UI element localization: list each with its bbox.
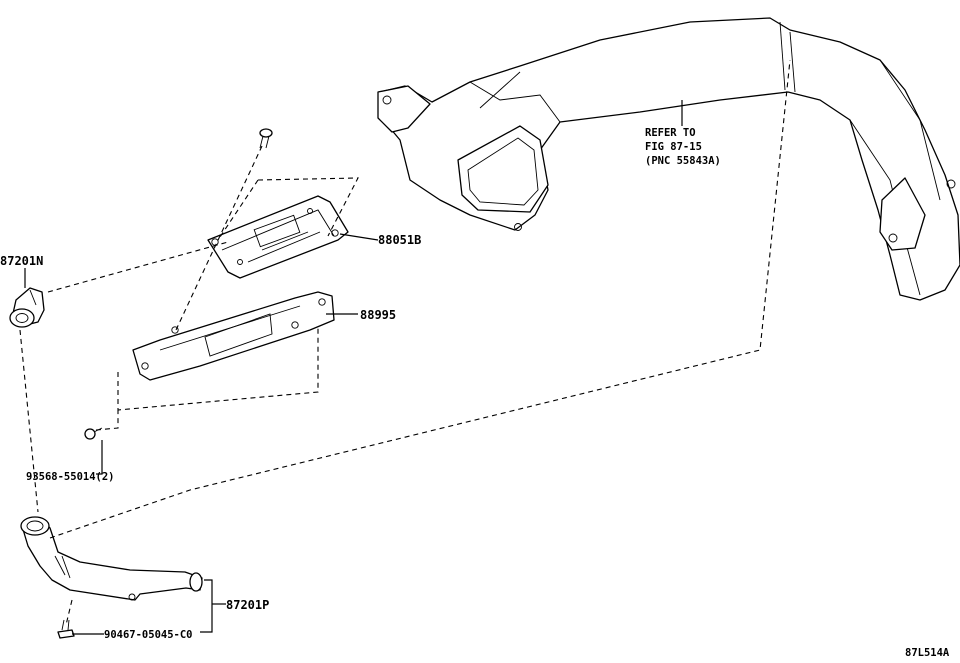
label-87201n: 87201N bbox=[0, 254, 43, 268]
bracket-88995 bbox=[132, 291, 335, 381]
label-88995: 88995 bbox=[360, 308, 396, 322]
elbow-87201n bbox=[9, 287, 45, 328]
figure-id: 87L514A bbox=[905, 647, 950, 659]
label-90467: 90467-05045-C0 bbox=[104, 629, 193, 641]
leader-lines bbox=[24, 100, 683, 635]
refer-line-1: REFER TO bbox=[645, 127, 696, 139]
module-88051b bbox=[207, 195, 349, 279]
hose-87201p bbox=[20, 516, 203, 601]
air-duct bbox=[377, 17, 960, 301]
label-93568: 93568-55014(2) bbox=[26, 471, 115, 483]
refer-line-3: (PNC 55843A) bbox=[645, 155, 721, 167]
label-87201p: 87201P bbox=[226, 598, 269, 612]
assembly-lines bbox=[19, 59, 791, 626]
screw-top bbox=[259, 128, 273, 149]
refer-line-2: FIG 87-15 bbox=[645, 141, 702, 153]
labels: 88051B 88995 87201N 87201P 93568-55014(2… bbox=[0, 127, 950, 659]
clip-90467 bbox=[57, 619, 75, 639]
label-88051b: 88051B bbox=[378, 233, 421, 247]
